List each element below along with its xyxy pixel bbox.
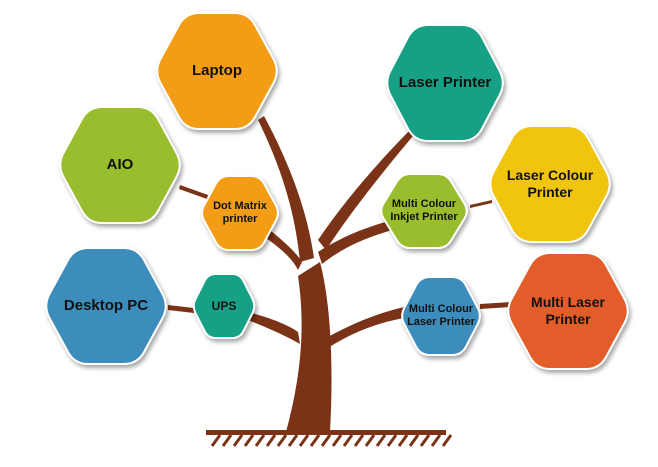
ground-hatch (386, 434, 398, 447)
ground-bar (206, 430, 446, 435)
node-multi-colour-inkjet-hexagon (380, 173, 468, 249)
ground-hatch (397, 434, 409, 447)
ground-hatch (408, 434, 420, 447)
ground-hatch (243, 434, 255, 447)
branch-laptop (258, 116, 314, 262)
node-aio-hexagon (59, 106, 181, 224)
ground-hatch (309, 434, 321, 447)
node-layer (45, 12, 629, 370)
branch-ups (248, 312, 300, 344)
ground-hatch (419, 434, 431, 447)
ground-hatch (364, 434, 376, 447)
ground-hatch (441, 434, 453, 447)
ground-hatch (375, 434, 387, 447)
ground-hatch (430, 434, 442, 447)
node-dot-matrix-hexagon (201, 175, 279, 251)
node-laser-printer-hexagon (386, 24, 504, 142)
branch-inkjet (318, 220, 392, 264)
ground-hatch (287, 434, 299, 447)
ground-hatch (276, 434, 288, 447)
ground-hatch (342, 434, 354, 447)
branch-multi-colour-laser (326, 307, 404, 348)
ground-hatch (265, 434, 277, 447)
ground-hatch (298, 434, 310, 447)
ground-hatch (221, 434, 233, 447)
ground-hatch (331, 434, 343, 447)
tree-trunk (168, 116, 510, 432)
branch-aio (179, 185, 208, 199)
node-desktop-pc-hexagon (45, 247, 167, 365)
trunk (286, 262, 332, 432)
branch-laser-colour (470, 200, 492, 208)
ground-line (206, 430, 453, 447)
ground-hatch (320, 434, 332, 447)
node-multi-laser-hexagon (507, 252, 629, 370)
node-ups-hexagon (192, 273, 256, 339)
ground-hatch (210, 434, 222, 447)
branch-multi-laser (480, 302, 510, 309)
node-laser-colour-printer-hexagon (489, 125, 611, 243)
node-laptop-hexagon (156, 12, 278, 130)
branch-dot-matrix (266, 230, 302, 270)
ground-hatch (353, 434, 365, 447)
branch-laser-printer (318, 126, 418, 250)
branch-desktop (168, 305, 194, 313)
ground-hatch (232, 434, 244, 447)
ground-hatch (254, 434, 266, 447)
node-multi-colour-laser-hexagon (401, 276, 481, 356)
